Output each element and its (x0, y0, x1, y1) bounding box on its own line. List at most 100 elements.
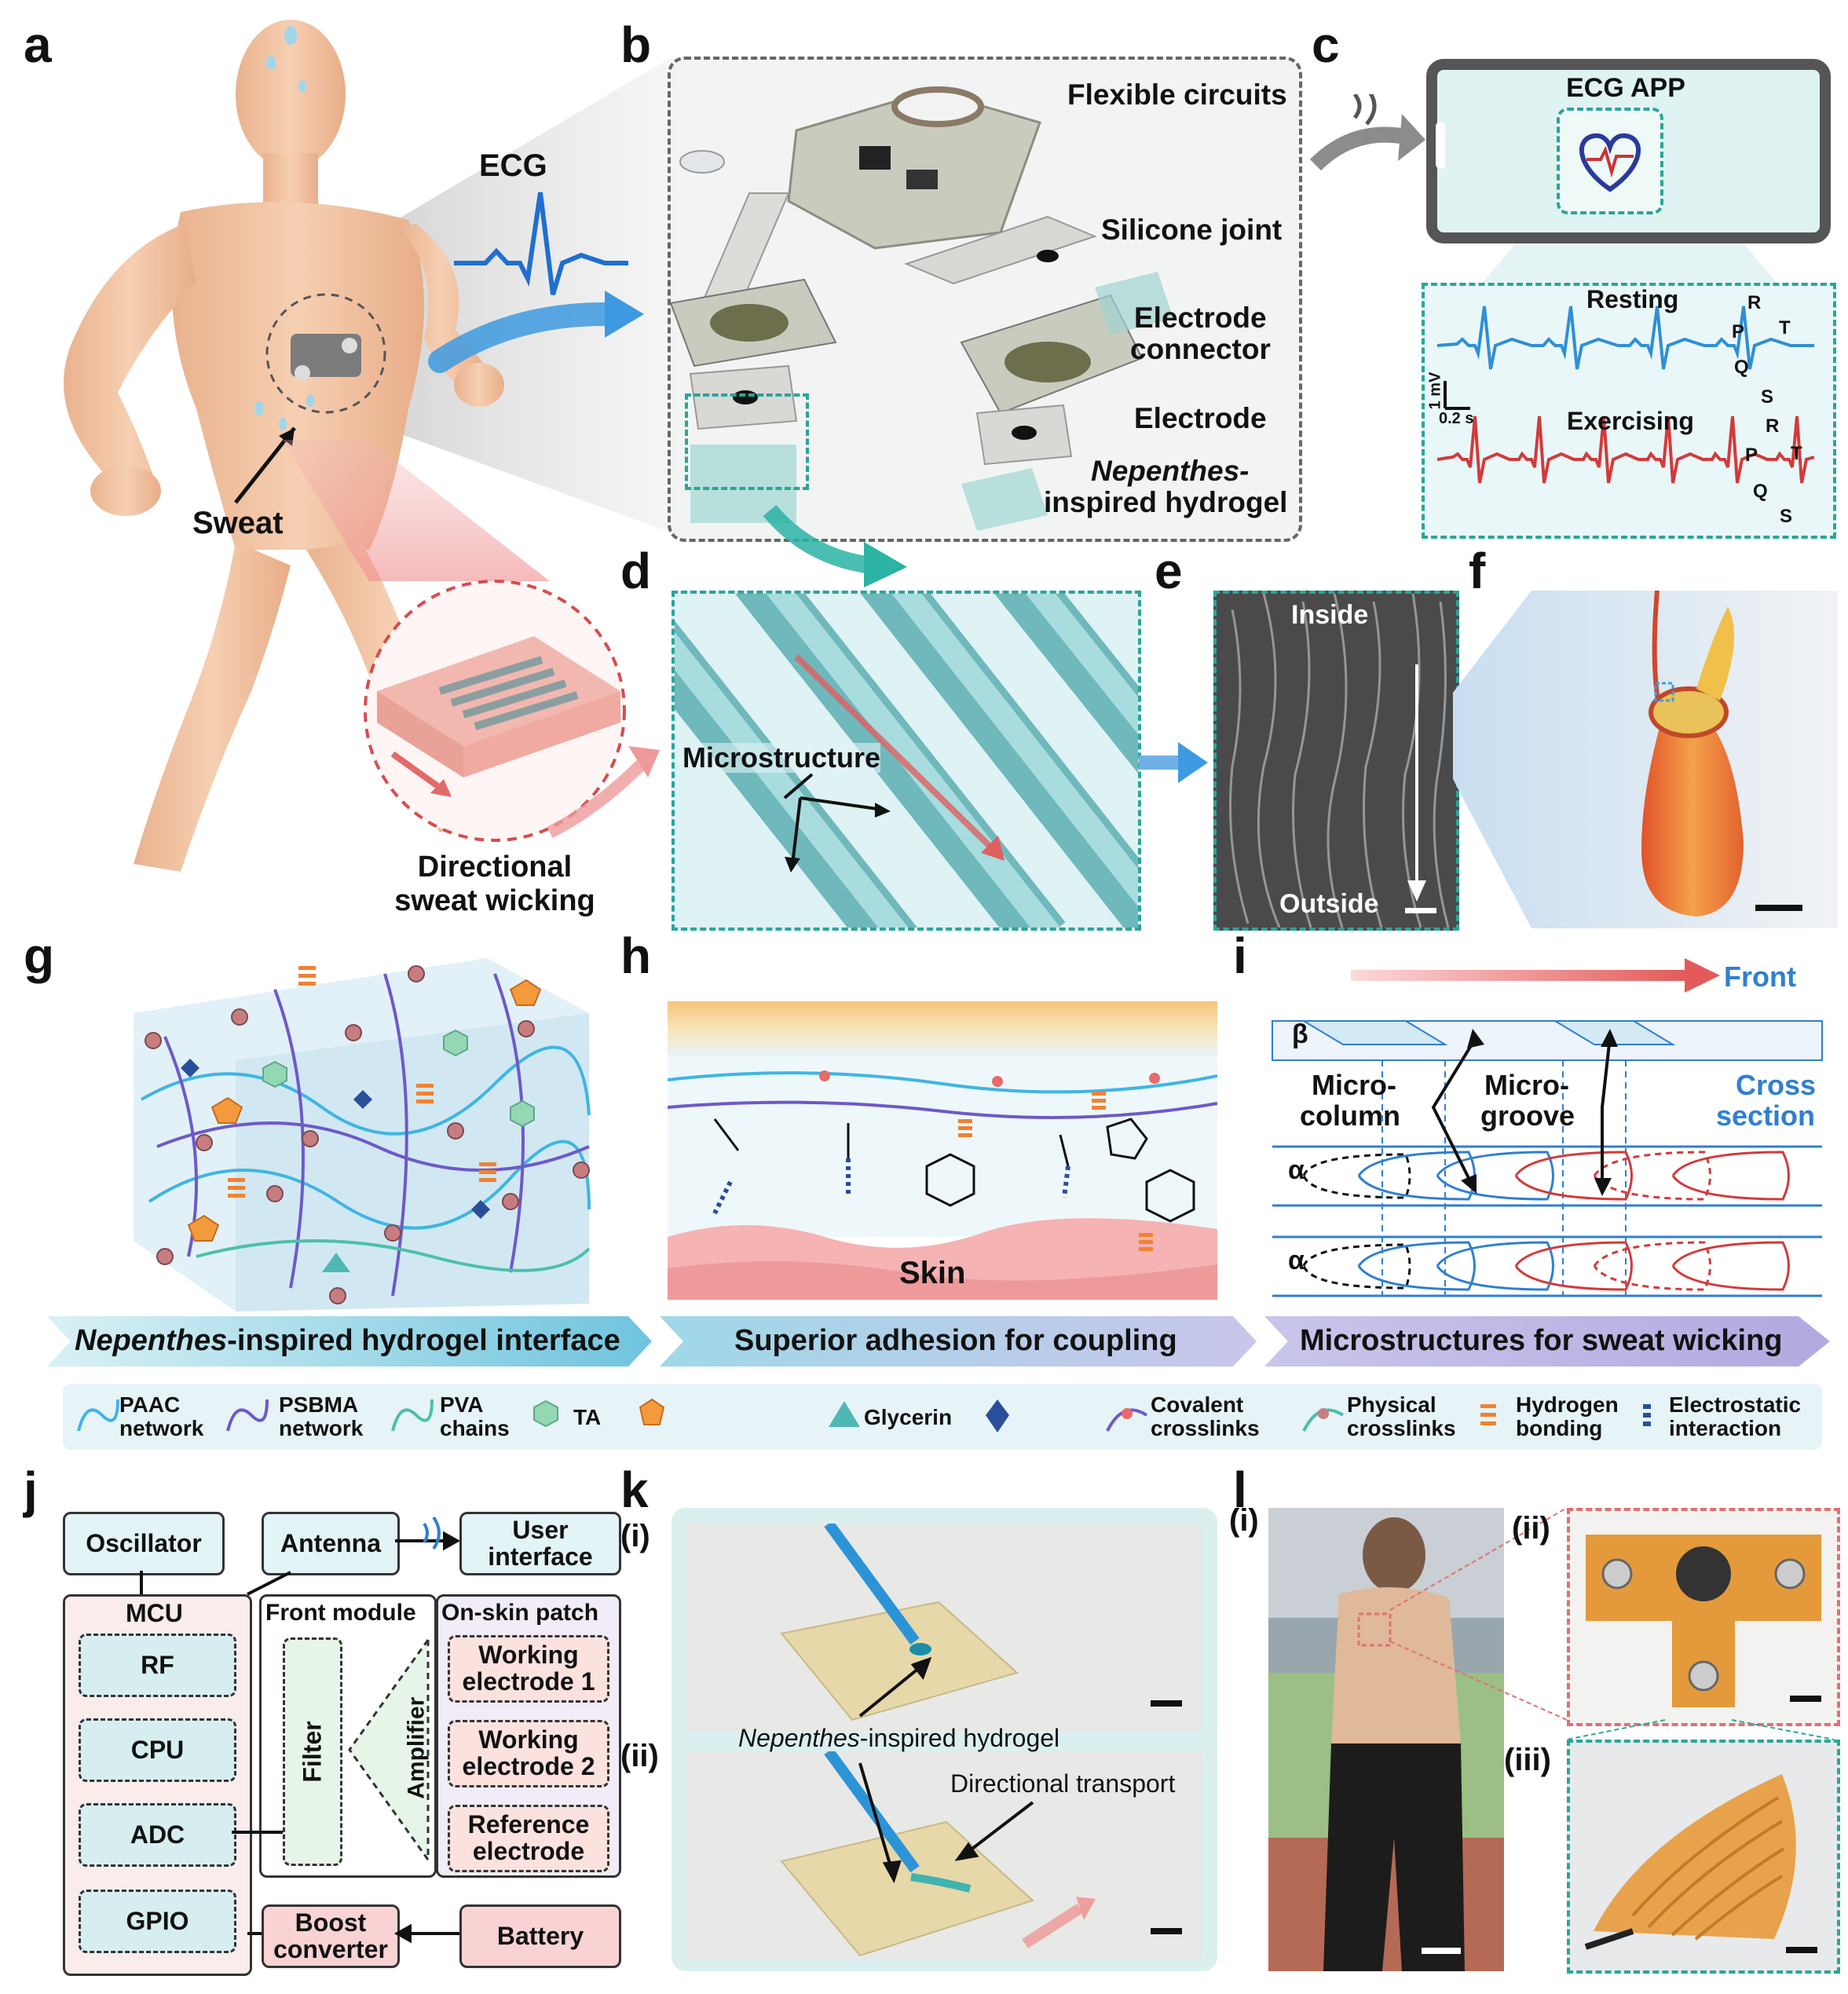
panel-label-b: b (620, 16, 652, 73)
skin-label: Skin (899, 1256, 966, 1290)
we2-label-2: electrode 2 (462, 1752, 595, 1780)
scale-time-label: 0.2 s (1439, 410, 1474, 427)
k-arrows (858, 1656, 1034, 1884)
wave-s-label-exercising: S (1780, 506, 1793, 527)
legend-paac-2: network (119, 1416, 204, 1440)
running-human-illustration (64, 20, 675, 872)
sem-texture (1229, 594, 1450, 927)
legend-ta: TA (573, 1405, 602, 1429)
amplifier-triangle (348, 1636, 430, 1864)
wave-s-label-resting: S (1761, 386, 1774, 408)
hydrogel-label-2: inspired hydrogel (1044, 486, 1288, 518)
user-interface-label-2: interface (488, 1542, 593, 1571)
outside-label: Outside (1279, 889, 1379, 919)
gpio-block: GPIO (79, 1890, 236, 1953)
scale-voltage-label: 1 mV (1426, 371, 1444, 410)
sweat-label: Sweat (192, 506, 284, 540)
oscillator-label: Oscillator (86, 1529, 202, 1557)
hydrogel-drop-photo (780, 1520, 1182, 1721)
banner-sweat-wicking: Microstructures for sweat wicking (1300, 1324, 1783, 1357)
panel-label-e: e (1155, 543, 1183, 599)
electrode-label: Electrode (1134, 402, 1267, 434)
photo-l-iii (1567, 1740, 1840, 1974)
rf-label: RF (141, 1651, 174, 1679)
legend-bar (63, 1384, 1822, 1450)
micro-groove-label-2: groove (1480, 1099, 1575, 1132)
arrow-b-to-d (763, 504, 907, 587)
boost-label-1: Boost (295, 1908, 367, 1937)
l-i-label: (i) (1229, 1503, 1259, 1538)
oscillator-block: Oscillator (63, 1512, 225, 1575)
wave-p-label-resting: P (1732, 321, 1745, 342)
flexible-circuits-label: Flexible circuits (1067, 79, 1287, 111)
legend-hbond-2: bonding (1516, 1416, 1603, 1440)
exercising-label: Exercising (1567, 407, 1694, 435)
runner-photo (1268, 1508, 1504, 1971)
silicone-joint-label: Silicone joint (1101, 214, 1283, 246)
adhesion-chemistry-illustration (667, 1001, 1218, 1300)
legend-electrostatic-2: interaction (1669, 1416, 1782, 1440)
panel-l-photos: (i) (ii) (iii) (1229, 1504, 1840, 1979)
mcu-label: MCU (126, 1599, 183, 1627)
hydrogel-label-1: Nepenthes- (1091, 455, 1250, 487)
gpio-label: GPIO (126, 1907, 189, 1935)
filter-block: Filter (283, 1637, 342, 1866)
banner-hydrogel-em: Nepenthes (75, 1324, 228, 1357)
we1-label-2: electrode 1 (462, 1667, 595, 1696)
arrow-d-to-e (1139, 742, 1208, 783)
battery-label: Battery (496, 1922, 584, 1950)
we1-label-1: Working (478, 1641, 579, 1670)
micro-column-label-1: Micro- (1312, 1069, 1396, 1101)
antenna-label: Antenna (280, 1529, 381, 1557)
panel-f-pitcher-plant (1453, 590, 1838, 928)
panel-label-h: h (620, 927, 652, 984)
photo-l-ii (1567, 1508, 1840, 1726)
legend-covalent-1: Covalent (1151, 1392, 1244, 1417)
cross-section-label-2: section (1716, 1099, 1816, 1132)
l-iii-label: (iii) (1504, 1743, 1551, 1777)
hydrogel-highlight-box (685, 393, 809, 490)
ref-label-2: electrode (472, 1837, 585, 1865)
ecg-resting-trace (1436, 306, 1814, 370)
banner-hydrogel-rest: -inspired hydrogel interface (227, 1324, 620, 1357)
adc-label: ADC (130, 1820, 185, 1849)
panel-g-hydrogel-network (118, 942, 605, 1319)
summary-banners (47, 1316, 1830, 1367)
filter-label: Filter (298, 1721, 327, 1783)
k-ii-label: (ii) (620, 1739, 659, 1773)
amplifier-label: Amplifier (403, 1696, 430, 1799)
wave-r-label-resting: R (1747, 292, 1762, 313)
wave-t-label-exercising: T (1791, 443, 1802, 464)
phone-home-button (1436, 122, 1445, 169)
wave-q-label-resting: Q (1734, 357, 1749, 378)
on-skin-patch-label: On-skin patch (441, 1600, 599, 1626)
arrow-b-to-c (1309, 94, 1425, 171)
ecg-traces-box (1422, 283, 1836, 539)
exploded-view-illustration (671, 86, 1173, 531)
panel-e-sem-image: Inside Outside (1213, 591, 1459, 931)
micro-groove-label-1: Micro- (1484, 1069, 1569, 1101)
we2-label-1: Working (478, 1725, 579, 1754)
ref-label-1: Reference (467, 1810, 590, 1839)
heart-logo-icon (1579, 133, 1641, 192)
user-interface-label-1: User (512, 1515, 569, 1544)
alpha-label-2: α (1288, 1246, 1305, 1275)
front-module-label: Front module (265, 1600, 416, 1626)
beta-label: β (1292, 1019, 1308, 1049)
legend-psbma-1: PSBMA (279, 1392, 359, 1417)
pitcher-plant-photo (1453, 590, 1838, 928)
micro-column-label-2: column (1300, 1099, 1401, 1132)
legend-physical-1: Physical (1347, 1392, 1436, 1417)
panel-label-d: d (620, 543, 652, 599)
panel-b-exploded-device: Flexible circuits Silicone joint Electro… (668, 57, 1302, 542)
photo-l-i (1268, 1508, 1504, 1971)
wave-p-label-exercising: P (1745, 445, 1758, 466)
legend-physical-2: crosslinks (1347, 1416, 1456, 1440)
panel-label-f: f (1469, 543, 1486, 599)
panel-k-photos: (i) (ii) Nepenthes-inspired hydrogel Dir… (620, 1504, 1221, 1975)
electrode-connector-label-1: Electrode (1134, 302, 1267, 334)
